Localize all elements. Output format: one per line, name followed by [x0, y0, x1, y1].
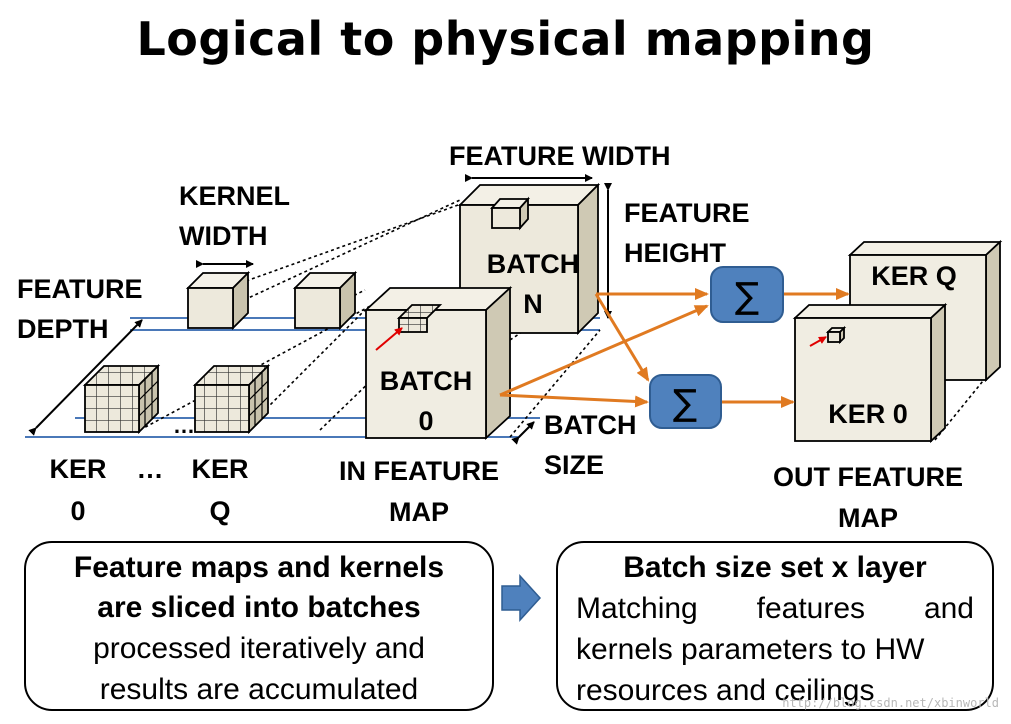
- feature-height-label-2: HEIGHT: [624, 238, 727, 268]
- batch-n-cube: [457, 182, 601, 336]
- slicing-summary-box: Feature maps and kernels are sliced into…: [24, 541, 494, 711]
- right-box-line-3: resources and ceilings: [576, 674, 875, 707]
- ker0-label-2: 0: [70, 496, 85, 526]
- kerq-label-1: KER: [191, 454, 248, 484]
- out-ker-0-label: KER 0: [828, 399, 908, 429]
- batch-0-cube: [363, 285, 513, 441]
- orange-accumulate-arrows: [499, 288, 850, 408]
- feature-height-label-1: FEATURE: [624, 198, 750, 228]
- kerq-label-2: Q: [209, 496, 230, 526]
- kernel-width-label-1: KERNEL: [179, 181, 290, 211]
- kernel-grid-cube-kerq: [192, 363, 271, 435]
- right-arrow-icon: [501, 574, 542, 622]
- page-title: Logical to physical mapping: [136, 12, 875, 66]
- batch-n-label-1: BATCH: [487, 249, 579, 279]
- in-feature-map-label-2: MAP: [389, 497, 449, 527]
- batch-size-arrow: [511, 421, 535, 445]
- batch-0-red-arrow: [375, 327, 403, 351]
- right-box-line-1: Matching features and: [576, 592, 974, 625]
- batch-size-label-1: BATCH: [544, 410, 636, 440]
- kernel-cube-kerq: [292, 270, 358, 331]
- feature-width-label: FEATURE WIDTH: [449, 141, 670, 171]
- left-box-line-1: Feature maps and kernels: [73, 551, 445, 584]
- sum-icon: ∑: [735, 276, 759, 317]
- out-feature-map-label-2: MAP: [838, 503, 898, 533]
- batch-size-label-2: SIZE: [544, 450, 604, 480]
- out-red-arrow: [809, 336, 827, 347]
- out-feature-map-label-1: OUT FEATURE: [773, 462, 963, 492]
- out-ker-0-cube: [792, 302, 948, 444]
- kernel-cube-ker0: [185, 270, 251, 331]
- feature-depth-label-1: FEATURE: [17, 274, 143, 304]
- batch-0-label-1: BATCH: [380, 366, 472, 396]
- ker-ellipsis-label: …: [137, 454, 164, 484]
- kernel-width-label-2: WIDTH: [179, 221, 267, 251]
- left-box-line-3: processed iteratively and: [93, 632, 425, 665]
- right-box-heading: Batch size set x layer: [623, 551, 927, 584]
- watermark: http://blog.csdn.net/xbinworld: [782, 696, 999, 710]
- in-feature-map-label-1: IN FEATURE: [339, 456, 499, 486]
- feature-depth-arrow: [28, 319, 143, 436]
- batch-0-label-2: 0: [418, 406, 433, 436]
- kernel-row-ellipsis: …: [173, 413, 195, 438]
- out-ker-q-label: KER Q: [871, 261, 957, 291]
- right-box-line-2: kernels parameters to HW: [576, 633, 925, 666]
- feature-depth-label-2: DEPTH: [17, 314, 109, 344]
- sum-icon: ∑: [673, 383, 697, 424]
- left-box-line-2: are sliced into batches: [97, 591, 421, 624]
- left-box-line-4: results are accumulated: [99, 673, 419, 706]
- ker0-label-1: KER: [49, 454, 106, 484]
- batch-n-label-2: N: [523, 289, 543, 319]
- sum-box-top: ∑: [710, 266, 784, 323]
- sum-box-bottom: ∑: [649, 374, 722, 429]
- kernel-grid-cube-ker0: [82, 363, 161, 435]
- batch-size-summary-box: Batch size set x layer Matching features…: [556, 541, 994, 711]
